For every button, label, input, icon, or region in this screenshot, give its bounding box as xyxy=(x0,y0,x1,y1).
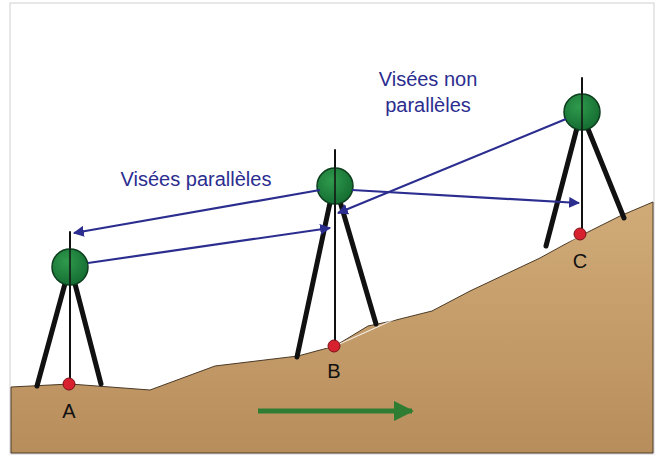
sight-line xyxy=(88,228,330,263)
sight-label: Visées parallèles xyxy=(94,166,298,192)
direction-arrow xyxy=(258,409,412,414)
sight-line xyxy=(352,190,579,203)
reference-line xyxy=(335,236,580,346)
frame xyxy=(10,3,654,454)
station-point xyxy=(328,340,340,352)
station-point xyxy=(63,378,75,390)
ground xyxy=(11,202,653,453)
station-name: B xyxy=(319,358,349,384)
tripod xyxy=(546,78,624,246)
station-point xyxy=(574,228,586,240)
sight-label: Visées non parallèles xyxy=(361,66,495,118)
station-name: C xyxy=(565,248,595,274)
tripod xyxy=(297,150,376,357)
sight-line xyxy=(74,190,320,233)
station-name: A xyxy=(54,398,84,424)
tripod xyxy=(37,232,101,386)
sight-line xyxy=(338,119,566,213)
sight-lines xyxy=(74,119,579,263)
